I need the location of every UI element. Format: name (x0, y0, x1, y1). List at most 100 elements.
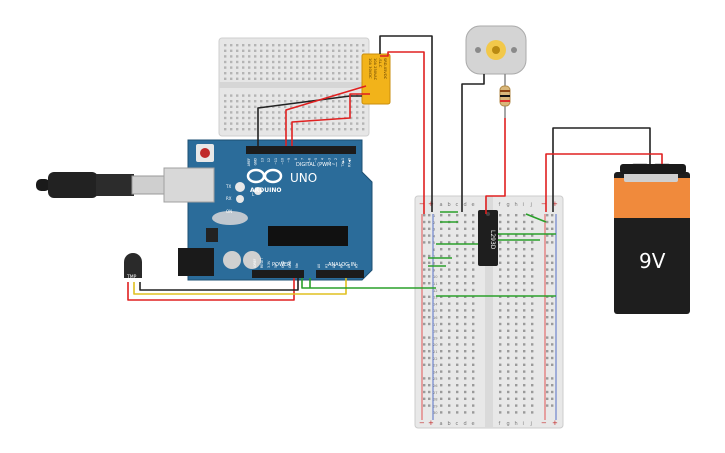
breadboard-hole (531, 268, 534, 271)
breadboard-hole (523, 384, 526, 387)
breadboard-hole (472, 241, 475, 244)
breadboard-hole (296, 55, 299, 58)
breadboard-hole (507, 384, 510, 387)
row-number: 6 (433, 248, 436, 252)
wire-red-sensor-5v (127, 278, 295, 301)
breadboard-hole (531, 282, 534, 285)
breadboard-hole (456, 322, 459, 326)
breadboard-hole (362, 49, 365, 52)
breadboard-hole (472, 275, 475, 278)
column-letter: e (472, 421, 475, 427)
breadboard-rail-hole (428, 377, 431, 380)
breadboard-hole (448, 322, 451, 326)
breadboard-rail-hole (546, 404, 549, 407)
breadboard-hole (254, 49, 257, 52)
breadboard-rail-hole (423, 302, 426, 305)
row-number: 20 (433, 343, 438, 347)
breadboard-rail-hole (546, 384, 549, 387)
analog-pin-label: A1 (325, 264, 329, 268)
breadboard-hole (338, 72, 341, 75)
breadboard-hole (523, 329, 526, 332)
breadboard-rail-hole (546, 275, 549, 278)
breadboard-hole (499, 363, 502, 366)
wire-black-battery (552, 127, 651, 212)
breadboard-rail-hole (551, 275, 554, 278)
breadboard-hole (242, 44, 245, 47)
breadboard-hole (290, 77, 293, 80)
breadboard-hole (356, 105, 359, 108)
breadboard-rail-hole (428, 343, 431, 346)
breadboard-hole (272, 94, 275, 97)
breadboard-hole (515, 397, 518, 400)
breadboard-hole (440, 275, 443, 278)
breadboard-hole (284, 77, 287, 80)
breadboard-hole (456, 397, 459, 400)
breadboard-hole (254, 55, 257, 58)
breadboard-hole (302, 128, 305, 131)
breadboard-hole (236, 128, 239, 131)
breadboard-rail-hole (546, 377, 549, 380)
breadboard-hole (472, 316, 475, 319)
breadboard-hole (464, 268, 467, 271)
breadboard-hole (272, 55, 275, 58)
breadboard-rail-hole (423, 356, 426, 360)
breadboard-hole (515, 214, 518, 217)
rx-label: RX (226, 196, 232, 201)
column-letter: f (499, 421, 501, 427)
breadboard-hole (499, 282, 502, 285)
wire-red-motor (485, 118, 506, 214)
motor-screw-left (475, 47, 481, 53)
breadboard-hole (248, 44, 251, 47)
breadboard-hole (464, 282, 467, 285)
relay: SRD-05VDC -SL-C 10A 250VAC 10A 30VDC (361, 53, 391, 105)
digital-label: DIGITAL (PWM~) (296, 162, 338, 168)
breadboard-hole (326, 94, 329, 97)
breadboard-hole (350, 66, 353, 69)
breadboard-hole (456, 241, 459, 244)
breadboard-hole (242, 111, 245, 114)
breadboard-hole (440, 316, 443, 319)
led-l (254, 187, 262, 195)
breadboard-hole (260, 60, 263, 64)
breadboard-hole (464, 220, 467, 224)
breadboard-hole (266, 94, 269, 97)
breadboard-hole (356, 111, 359, 114)
chip-body (478, 210, 498, 266)
breadboard-rail-hole (423, 397, 426, 400)
breadboard-hole (440, 397, 443, 400)
breadboard-hole (338, 49, 341, 52)
breadboard-hole (531, 275, 534, 278)
breadboard-hole (515, 248, 518, 251)
breadboard-hole (523, 377, 526, 380)
motor-shaft-center (492, 46, 500, 54)
breadboard-rail-hole (551, 282, 554, 285)
breadboard-hole (248, 72, 251, 75)
breadboard-hole (338, 100, 341, 103)
breadboard-hole (472, 254, 475, 258)
column-letter: g (507, 202, 510, 208)
breadboard-hole (507, 248, 510, 251)
breadboard-hole (440, 302, 443, 305)
breadboard-rail-hole (546, 261, 549, 264)
breadboard-hole (515, 370, 518, 373)
breadboard-hole (531, 214, 534, 217)
row-number: 16 (433, 316, 438, 320)
breadboard-hole (302, 72, 305, 75)
breadboard-hole (320, 111, 323, 114)
breadboard-holes (423, 214, 554, 414)
breadboard-hole (242, 77, 245, 80)
breadboard-hole (302, 49, 305, 52)
breadboard-hole (326, 116, 329, 120)
rail-minus-top-left: − (419, 200, 425, 208)
analog-pin-label: A4 (347, 264, 351, 268)
breadboard-hole (302, 100, 305, 103)
breadboard-hole (308, 44, 311, 47)
breadboard-hole (523, 234, 526, 237)
breadboard-hole (320, 122, 323, 125)
breadboard-hole (302, 77, 305, 80)
breadboard-hole (456, 248, 459, 251)
breadboard-hole (523, 227, 526, 230)
breadboard-hole (344, 44, 347, 47)
breadboard-rail-hole (423, 404, 426, 407)
